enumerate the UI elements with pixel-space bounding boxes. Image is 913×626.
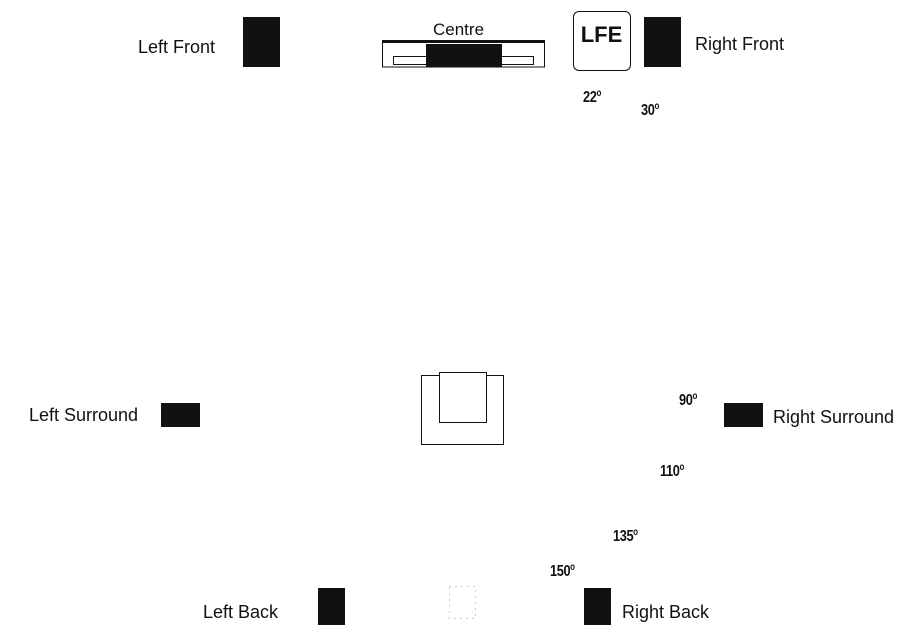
right-surround-speaker [724, 403, 763, 427]
degree-symbol: o [570, 562, 575, 573]
degree-symbol: o [596, 88, 601, 99]
angle-22-value: 22 [583, 89, 597, 106]
centre-label: Centre [433, 20, 485, 39]
angle-150-value: 150 [550, 563, 571, 580]
right-front-label: Right Front [695, 34, 785, 54]
right-back-speaker [584, 588, 611, 625]
angle-110: 110o [660, 462, 684, 480]
angle-150: 150o [550, 562, 575, 580]
left-surround-speaker [161, 403, 200, 427]
left-surround-label: Left Surround [29, 405, 139, 425]
right-surround-label: Right Surround [773, 407, 895, 427]
left-back-label: Left Back [203, 602, 279, 622]
centre-speaker [426, 44, 502, 67]
angle-22: 22o [583, 88, 601, 106]
chair-icon [421, 372, 504, 445]
angle-110-value: 110 [660, 463, 680, 480]
left-front-label: Left Front [138, 37, 216, 57]
right-back-label: Right Back [622, 602, 710, 622]
angle-30-value: 30 [641, 102, 655, 119]
listener-chair [421, 372, 505, 446]
dotted-outline-icon [449, 586, 476, 619]
angle-90: 90o [679, 391, 697, 409]
left-front-speaker [243, 17, 280, 67]
lfe-label: LFE [580, 22, 623, 47]
angle-135: 135o [613, 527, 638, 545]
angle-30: 30o [641, 101, 659, 119]
right-front-speaker [644, 17, 681, 67]
degree-symbol: o [679, 462, 684, 473]
angle-135-value: 135 [613, 528, 634, 545]
degree-symbol: o [633, 527, 638, 538]
degree-symbol: o [692, 391, 697, 402]
left-back-speaker [318, 588, 345, 625]
faint-back-centre-outline [448, 585, 478, 621]
lfe-subwoofer: LFE [573, 11, 631, 71]
degree-symbol: o [654, 101, 659, 112]
angle-90-value: 90 [679, 392, 693, 409]
